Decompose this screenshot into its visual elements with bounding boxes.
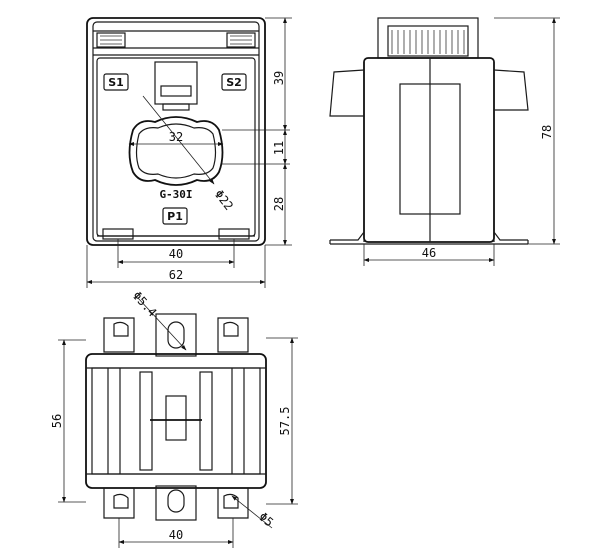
- dim-top-inner-height: 57.5: [278, 407, 292, 436]
- bottom-center-boss: [155, 485, 197, 521]
- top-center-boss: [155, 313, 197, 357]
- dim-lower-height: 28: [272, 197, 286, 211]
- front-outer-body: [86, 17, 266, 246]
- side-terminal-block: [387, 25, 469, 57]
- dim-top-span: 40: [169, 528, 183, 542]
- side-view: 78 46: [329, 17, 560, 266]
- primary-window-outer: [128, 116, 224, 186]
- dim-side-height: 78: [540, 125, 554, 139]
- dim-side-width: 46: [422, 246, 436, 260]
- dim-bore-diameter: Φ22: [212, 187, 236, 213]
- side-foot-left: [330, 230, 365, 242]
- dim-upper-height: 39: [272, 71, 286, 85]
- primary-p1-label: P1: [167, 210, 183, 223]
- center-clip: [154, 61, 198, 105]
- terminal-s2-box: [221, 73, 247, 91]
- top-rib-left: [139, 371, 153, 471]
- front-view: S1 S2 G-30I P1 32 Φ22 39 11 28: [86, 17, 292, 288]
- top-mount-left: [103, 317, 135, 353]
- front-inner-border: [92, 21, 260, 242]
- foot-right: [218, 228, 250, 240]
- top-rib-right: [199, 371, 213, 471]
- side-body: [363, 57, 495, 243]
- top-inner: [91, 367, 261, 475]
- dim-foot-span: 40: [169, 247, 183, 261]
- dim-top-slot: Φ5: [256, 510, 276, 530]
- top-body: [85, 353, 267, 489]
- primary-p1-box: [162, 207, 188, 225]
- side-wing-right: [493, 69, 529, 111]
- side-window: [399, 83, 461, 215]
- bottom-mount-left: [103, 487, 135, 519]
- dim-top-outer-height: 56: [50, 414, 64, 428]
- terminal-s2-label: S2: [226, 76, 242, 89]
- dim-window-height: 11: [272, 141, 286, 155]
- side-foot-right: [493, 230, 528, 242]
- top-view: Φ5.4 Φ5 56 57.5 40: [50, 289, 298, 548]
- terminal-s1-label: S1: [108, 76, 124, 89]
- top-mount-right: [217, 317, 249, 353]
- top-center-hole: [167, 321, 185, 349]
- dim-top-hole: Φ5.4: [130, 289, 160, 320]
- screw-block-right: [226, 32, 256, 48]
- screw-block-left: [96, 32, 126, 48]
- dim-front-width: 62: [169, 268, 183, 282]
- model-label: G-30I: [159, 188, 192, 201]
- side-wing-left: [329, 69, 365, 117]
- bottom-mount-right: [217, 487, 249, 519]
- top-center-bar: [165, 395, 187, 441]
- terminal-s1-box: [103, 73, 129, 91]
- primary-window-inner: [135, 123, 217, 179]
- foot-left: [102, 228, 134, 240]
